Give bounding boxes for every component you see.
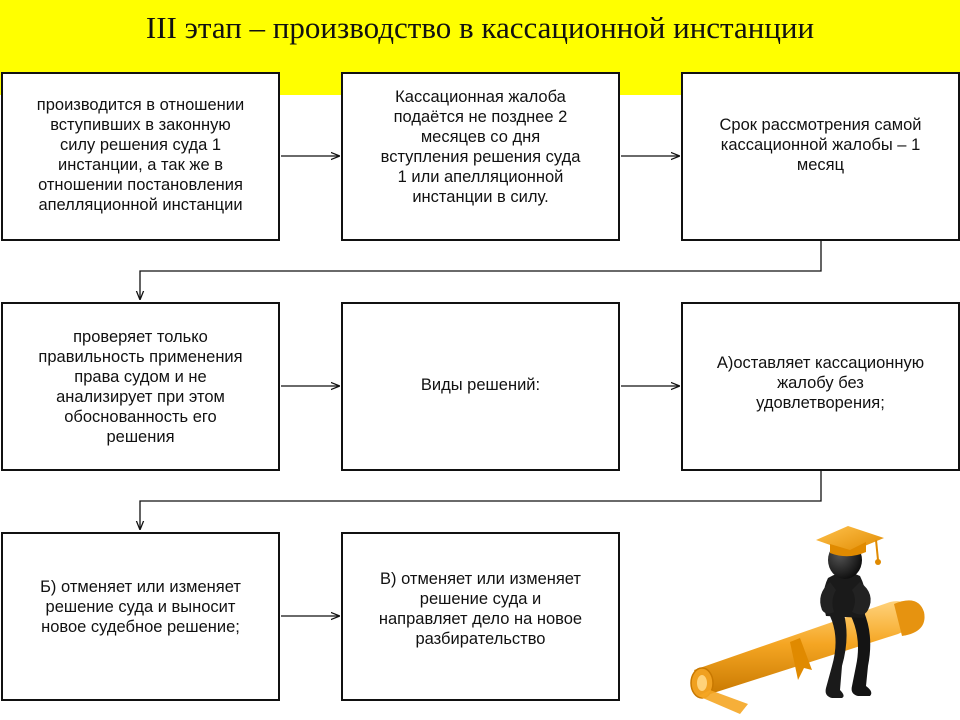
arrow-b3-b4: [140, 241, 822, 299]
box-scope-text: производится в отношении вступивших в за…: [36, 95, 245, 214]
box-decision-a-text: А)оставляет кассационную жалобу без удов…: [716, 353, 925, 412]
box-review-scope: проверяет только правильность применения…: [1, 302, 280, 471]
box-complaint-deadline: Кассационная жалоба подаётся не позднее …: [341, 72, 620, 241]
box-scope: производится в отношении вступивших в за…: [1, 72, 280, 241]
box-decision-b: Б) отменяет или изменяет решение суда и …: [1, 532, 280, 701]
box-decision-types: Виды решений:: [341, 302, 620, 471]
graduate-figure-on-scroll-icon: [690, 526, 925, 714]
box-decision-c: В) отменяет или изменяет решение суда и …: [341, 532, 620, 701]
box-review-scope-text: проверяет только правильность применения…: [38, 327, 243, 446]
box-review-period-text: Срок рассмотрения самой кассационной жал…: [719, 115, 922, 174]
box-decision-c-text: В) отменяет или изменяет решение суда и …: [378, 569, 583, 648]
slide-title: III этап – производство в кассационной и…: [145, 10, 815, 45]
box-decision-b-text: Б) отменяет или изменяет решение суда и …: [40, 577, 241, 636]
box-review-period: Срок рассмотрения самой кассационной жал…: [681, 72, 960, 241]
box-decision-a: А)оставляет кассационную жалобу без удов…: [681, 302, 960, 471]
box-decision-types-text: Виды решений:: [420, 375, 541, 394]
box-complaint-deadline-text: Кассационная жалоба подаётся не позднее …: [380, 87, 581, 206]
